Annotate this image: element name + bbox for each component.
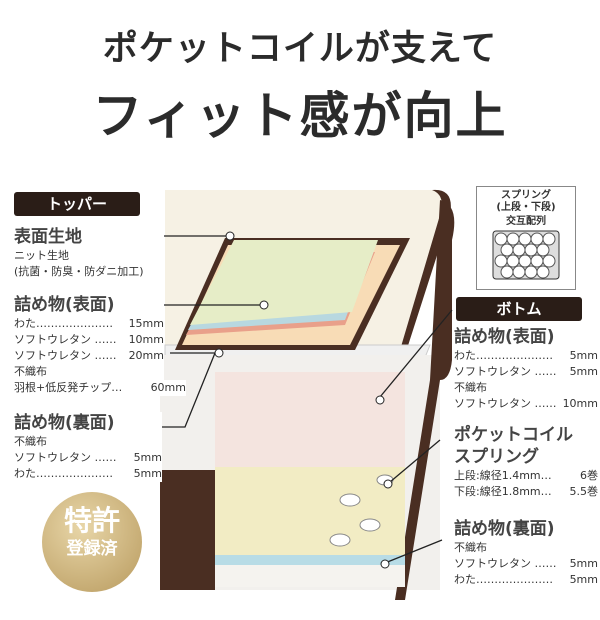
spec-label: 不織布 (454, 381, 487, 394)
bottom-fill-top-heading: 詰め物(表面) (454, 327, 555, 347)
spec-value: 10mm (562, 397, 598, 410)
legend-line1: スプリング (501, 190, 551, 201)
spec-label: ソフトウレタン …… (454, 365, 557, 378)
spec-value: 5mm (569, 573, 598, 586)
spec-label: ソフトウレタン …… (14, 349, 117, 362)
badge-line1: 特許 (63, 504, 120, 537)
spec-value: 5mm (133, 451, 162, 464)
spec-label: 不織布 (14, 435, 47, 448)
headline-line1: ポケットコイルが支えて (102, 29, 498, 69)
bottom-fill-back-heading: 詰め物(裏面) (454, 519, 555, 539)
spec-label: 上段:線径1.4mm… (454, 469, 552, 482)
spec-value: 5mm (569, 349, 598, 362)
spec-label: ソフトウレタン …… (454, 557, 557, 570)
spec-label: 羽根+低反発チップ… (14, 381, 123, 394)
patent-badge: 特許 登録済 (42, 492, 142, 592)
topper-fill-back-heading: 詰め物(裏面) (14, 413, 115, 433)
topper-edge (400, 189, 451, 355)
surface-line: ニット生地 (14, 249, 69, 262)
spec-label: ソフトウレタン …… (454, 397, 557, 410)
bottom-edge (395, 200, 455, 600)
spec-value: 5mm (569, 365, 598, 378)
surface-heading: 表面生地 (14, 227, 82, 247)
spec-label: ソフトウレタン …… (14, 333, 117, 346)
surface-line: (抗菌・防臭・防ダニ加工) (14, 265, 144, 278)
spec-value: 5mm (133, 467, 162, 480)
spec-label: わた………………… (454, 349, 553, 362)
spring-grid-icon (492, 230, 560, 280)
headline-line2: フィット感が向上 (92, 87, 508, 145)
bottom-top-fill (215, 372, 405, 467)
spec-value: 60mm (150, 381, 186, 394)
spec-value: 10mm (128, 333, 164, 346)
spec-value: 15mm (128, 317, 164, 330)
spec-value: 5mm (569, 557, 598, 570)
topper-tag: トッパー (14, 192, 140, 216)
spring-arrangement-legend: スプリング (上段・下段) 交互配列 (476, 186, 576, 290)
spec-label: 下段:線径1.8mm… (454, 485, 552, 498)
spec-value: 5.5巻 (569, 485, 599, 498)
spec-label: 不織布 (14, 365, 47, 378)
bottom-tag: ボトム (456, 297, 582, 321)
coil-heading-1: ポケットコイル (454, 425, 573, 445)
spec-label: わた………………… (14, 467, 113, 480)
topper-fill-top-heading: 詰め物(表面) (14, 295, 115, 315)
spec-label: ソフトウレタン …… (14, 451, 117, 464)
coil-heading-2: スプリング (454, 447, 539, 467)
badge-line2: 登録済 (66, 539, 118, 559)
spec-label: 不織布 (454, 541, 487, 554)
spec-value: 20mm (128, 349, 164, 362)
spec-value: 6巻 (580, 469, 598, 482)
spec-label: わた………………… (14, 317, 113, 330)
legend-line3: 交互配列 (506, 216, 546, 227)
legend-line2: (上段・下段) (496, 202, 556, 213)
coil-layer (215, 467, 405, 562)
spec-label: わた………………… (454, 573, 553, 586)
